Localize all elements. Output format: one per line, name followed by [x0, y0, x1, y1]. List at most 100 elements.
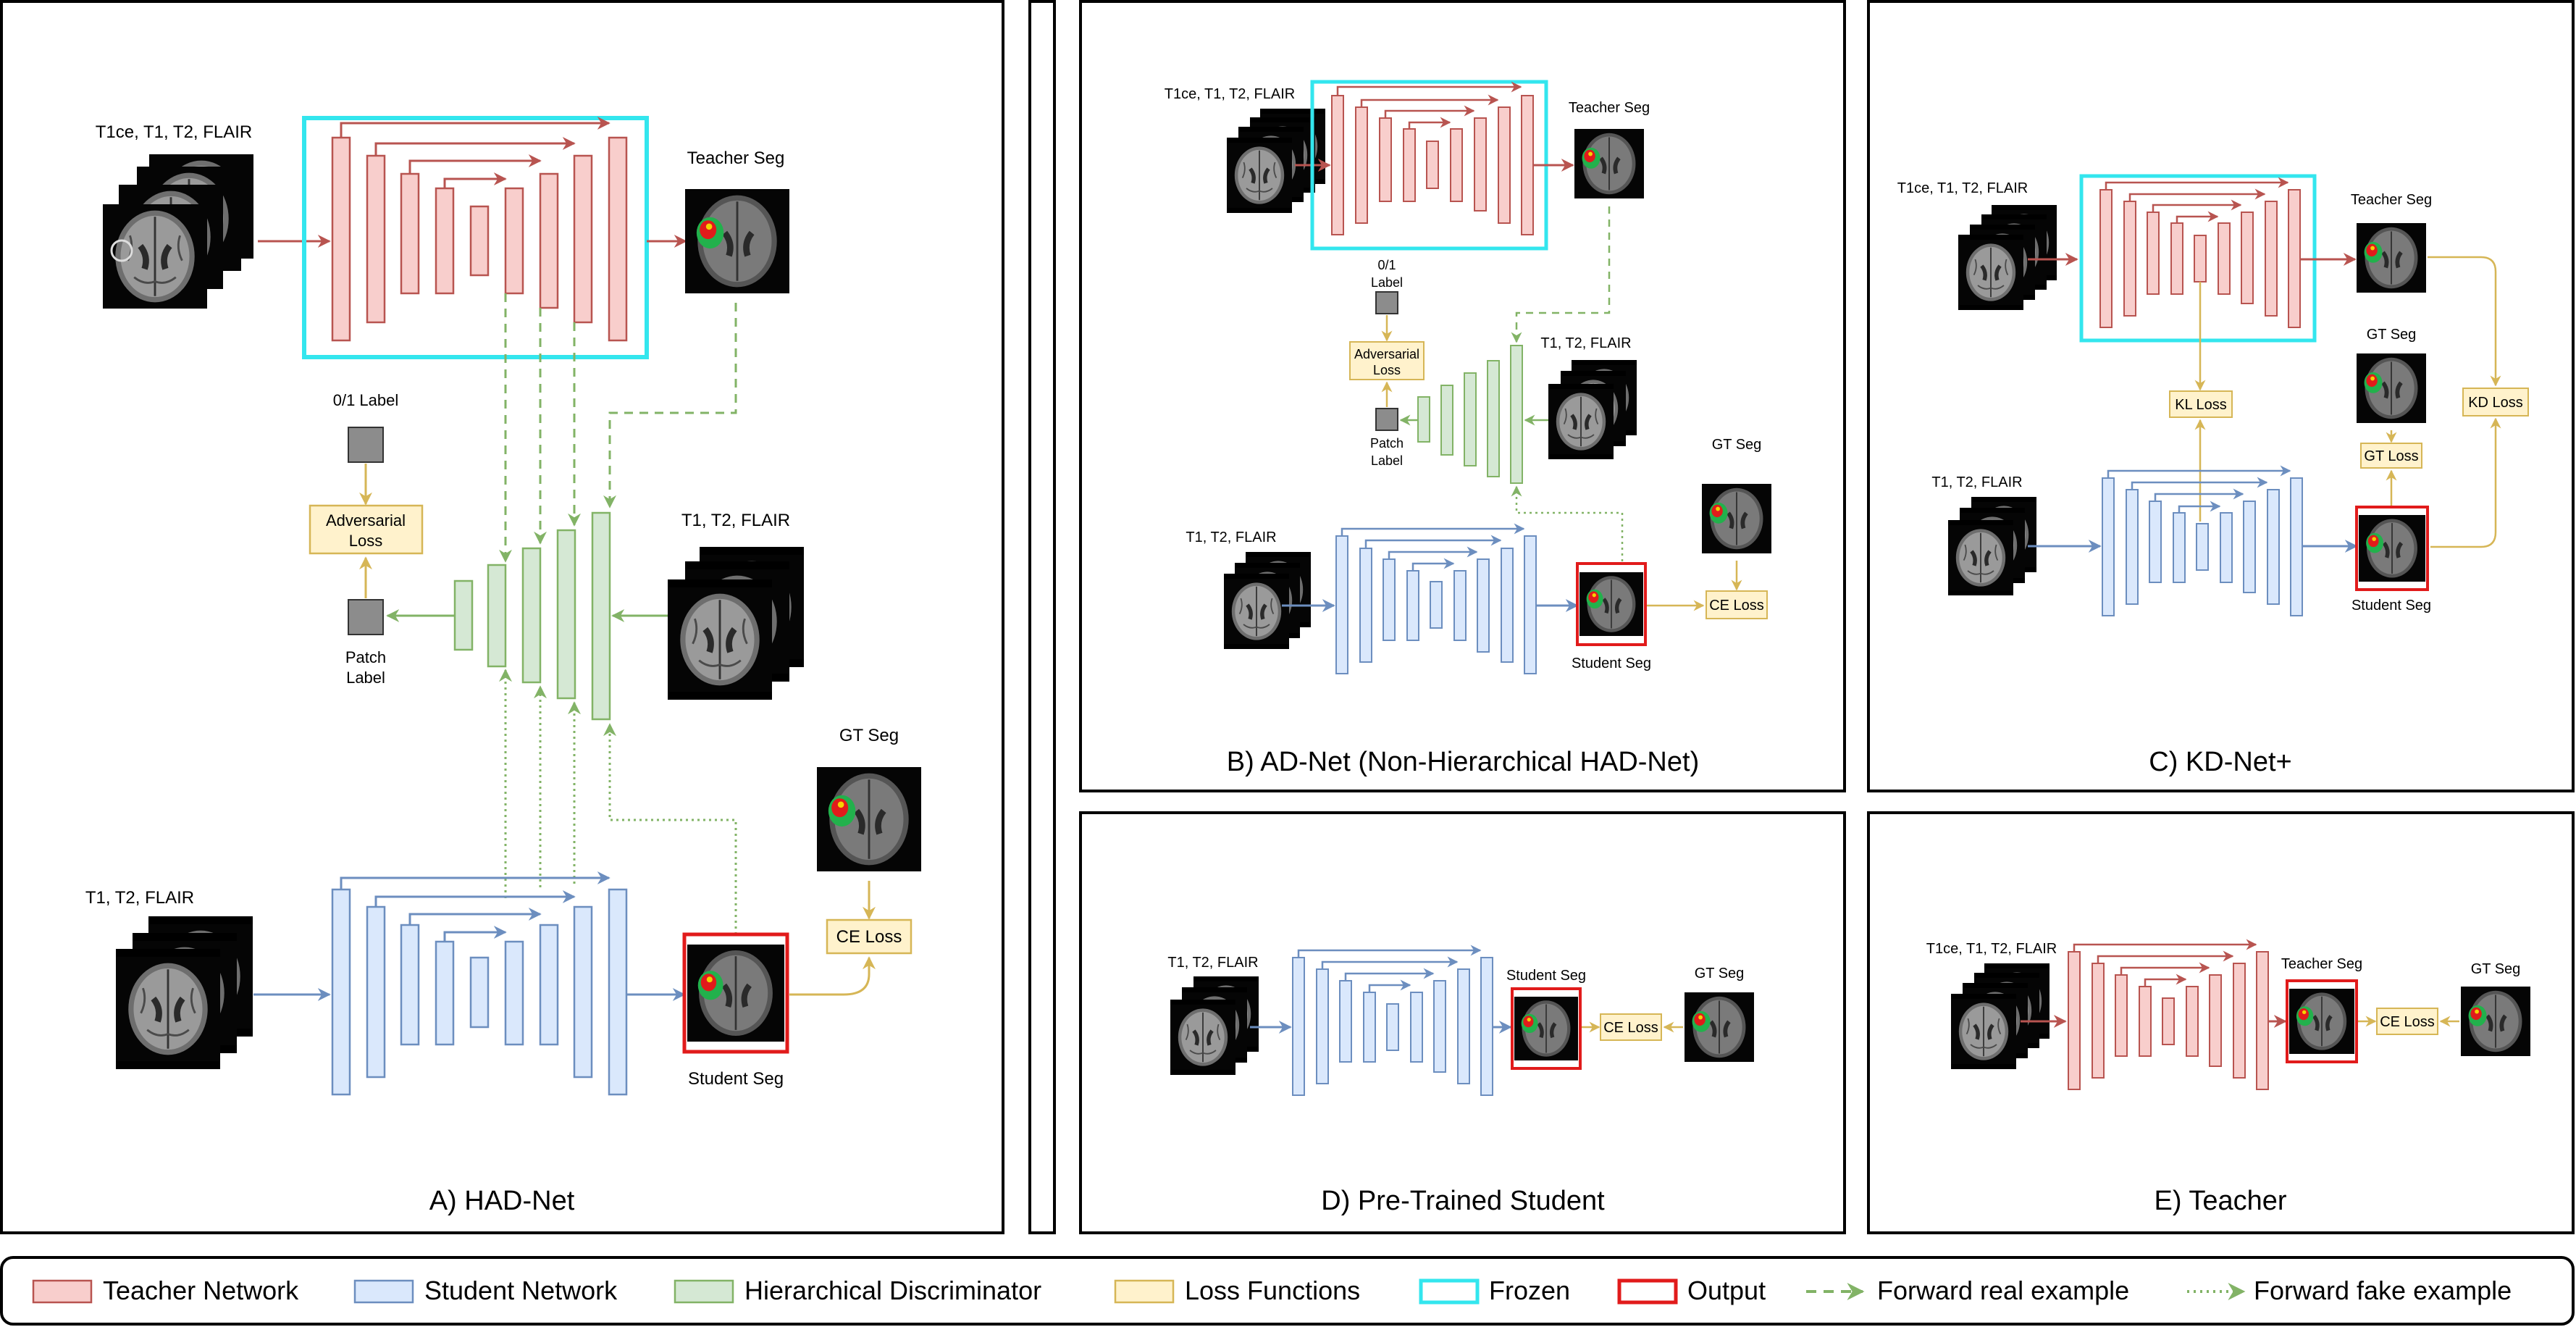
a-student-seg-output-frame: [682, 932, 789, 1054]
b-student-seg-output-frame: [1576, 562, 1647, 646]
panel-a: T1ce, T1, T2, FLAIR: [85, 116, 921, 1096]
a-label01-box: [348, 427, 384, 463]
b-forward-fake: [1511, 485, 1624, 561]
d-student-seg-label: Student Seg: [1506, 968, 1586, 984]
d-ce-loss-box: [1600, 1013, 1662, 1041]
d-student-network: [1292, 957, 1493, 1096]
e-teacher-seg-output-frame: [2286, 979, 2358, 1063]
b-adversarial-loss-l1: Adversarial: [1354, 347, 1419, 361]
a-disc-input-stack: [668, 547, 804, 700]
c-student-seg-output-frame: [2355, 506, 2429, 591]
d-student-seg-image: [1514, 997, 1578, 1060]
c-teacher-seg-label: Teacher Seg: [2351, 192, 2432, 208]
legend-disc-text: Hierarchical Discriminator: [744, 1276, 1041, 1305]
c-input-teacher-label: T1ce, T1, T2, FLAIR: [1897, 180, 2028, 196]
c-gt-loss-text: GT Loss: [2364, 448, 2418, 464]
c-teacher-seg-image: [2357, 223, 2426, 293]
b-disc-input-stack: [1548, 360, 1637, 459]
c-input-teacher-stack: [1958, 205, 2057, 310]
b-adversarial-loss-box: [1349, 341, 1425, 380]
legend-frame: [0, 1256, 2575, 1326]
legend-disc-swatch: [674, 1279, 734, 1304]
a-adversarial-loss-l2: Loss: [349, 532, 382, 550]
b-discriminator: [1417, 345, 1523, 484]
e-ce-loss-text: CE Loss: [2380, 1014, 2435, 1030]
panel-e-title: E) Teacher: [2154, 1186, 2286, 1216]
e-gt-seg-label: GT Seg: [2471, 961, 2521, 977]
b-patch-label-l1: Patch: [1370, 436, 1404, 451]
legend: Teacher Network Student Network Hierarch…: [32, 1276, 2512, 1305]
c-gt-loss-box: [2360, 443, 2422, 469]
b-teacher-seg-label: Teacher Seg: [1569, 100, 1650, 116]
b-student-skips: [1341, 523, 1525, 571]
a-teacher-seg-image: [685, 189, 789, 293]
e-teacher-seg-image: [2289, 989, 2354, 1054]
legend-frozen-swatch: [1419, 1278, 1480, 1305]
a-teacher-skips: [340, 117, 611, 188]
b-student-network: [1335, 535, 1537, 674]
a-input-student-label: T1, T2, FLAIR: [85, 888, 194, 908]
b-input-student-stack: [1224, 552, 1311, 649]
c-arrow-student-kd: [2430, 417, 2501, 548]
legend-student-text: Student Network: [424, 1276, 618, 1305]
b-student-seg-label: Student Seg: [1572, 656, 1651, 671]
c-student-seg-image: [2359, 515, 2425, 582]
panel-d: T1, T2, FLAIR Student S: [1167, 945, 1754, 1096]
panel-c-frame: [1867, 0, 2575, 792]
panel-c-title: C) KD-Net+: [2149, 747, 2291, 777]
e-ce-loss-box: [2376, 1008, 2438, 1035]
b-teacher-seg-image: [1574, 129, 1644, 198]
e-teacher-seg-label: Teacher Seg: [2281, 956, 2362, 972]
legend-frozen-text: Frozen: [1489, 1276, 1570, 1305]
d-input-student-stack: [1170, 976, 1259, 1075]
a-input-student-stack: [116, 916, 253, 1069]
d-student-skips: [1297, 945, 1482, 992]
c-gt-seg-image: [2357, 353, 2426, 423]
legend-teacher-text: Teacher Network: [103, 1276, 299, 1305]
panel-b: T1ce, T1, T2, FLAIR: [1165, 80, 1771, 674]
legend-forward-fake-text: Forward fake example: [2254, 1276, 2512, 1305]
c-arrow-teacher-kd: [2428, 256, 2501, 387]
b-disc-input-label: T1, T2, FLAIR: [1540, 335, 1631, 351]
b-patch-label-l2: Label: [1371, 453, 1403, 468]
c-kl-loss-box: [2169, 390, 2233, 418]
a-input-teacher-label: T1ce, T1, T2, FLAIR: [96, 122, 253, 142]
panel-c: T1ce, T1, T2, FLAIR: [1897, 174, 2529, 616]
d-gt-seg-label: GT Seg: [1695, 966, 1745, 981]
c-input-student-stack: [1948, 497, 2036, 595]
c-input-student-label: T1, T2, FLAIR: [1931, 474, 2022, 490]
a-gt-seg-image: [817, 767, 921, 871]
a-student-skips: [340, 871, 611, 942]
c-student-skips: [2107, 465, 2291, 513]
b-label01-box: [1375, 291, 1398, 314]
a-teacher-seg-label: Teacher Seg: [687, 148, 785, 168]
a-student-seg-image: [687, 945, 784, 1042]
a-patch-label-l1: Patch: [345, 648, 386, 666]
d-gt-seg-image: [1685, 992, 1754, 1062]
b-gt-seg-label: GT Seg: [1712, 437, 1762, 453]
a-disc-input-label: T1, T2, FLAIR: [681, 511, 790, 530]
panel-b-title: B) AD-Net (Non-Hierarchical HAD-Net): [1227, 747, 1699, 777]
c-kd-loss-box: [2462, 388, 2529, 416]
b-ce-loss-text: CE Loss: [1709, 598, 1764, 614]
c-gt-seg-label: GT Seg: [2367, 327, 2417, 343]
legend-student-swatch: [353, 1279, 414, 1304]
c-kd-loss-text: KD Loss: [2468, 395, 2523, 411]
panel-divider: [1028, 0, 1056, 1234]
c-student-seg-label: Student Seg: [2351, 598, 2431, 614]
c-kl-loss-text: KL Loss: [2175, 397, 2227, 413]
a-gt-seg-label: GT Seg: [839, 726, 899, 745]
b-forward-real: [1511, 206, 1611, 343]
a-frozen-box: [302, 116, 649, 359]
a-ce-loss-text: CE Loss: [836, 927, 902, 947]
panel-d-frame: [1079, 811, 1846, 1234]
legend-output-swatch: [1617, 1278, 1678, 1305]
c-teacher-skips: [2105, 177, 2289, 223]
b-patch-label-box: [1375, 408, 1398, 431]
b-input-teacher-label: T1ce, T1, T2, FLAIR: [1165, 86, 1295, 102]
d-ce-loss-text: CE Loss: [1603, 1020, 1658, 1036]
a-student-seg-label: Student Seg: [688, 1069, 784, 1089]
a-discriminator: [453, 511, 611, 721]
a-patch-label-box: [348, 599, 384, 635]
